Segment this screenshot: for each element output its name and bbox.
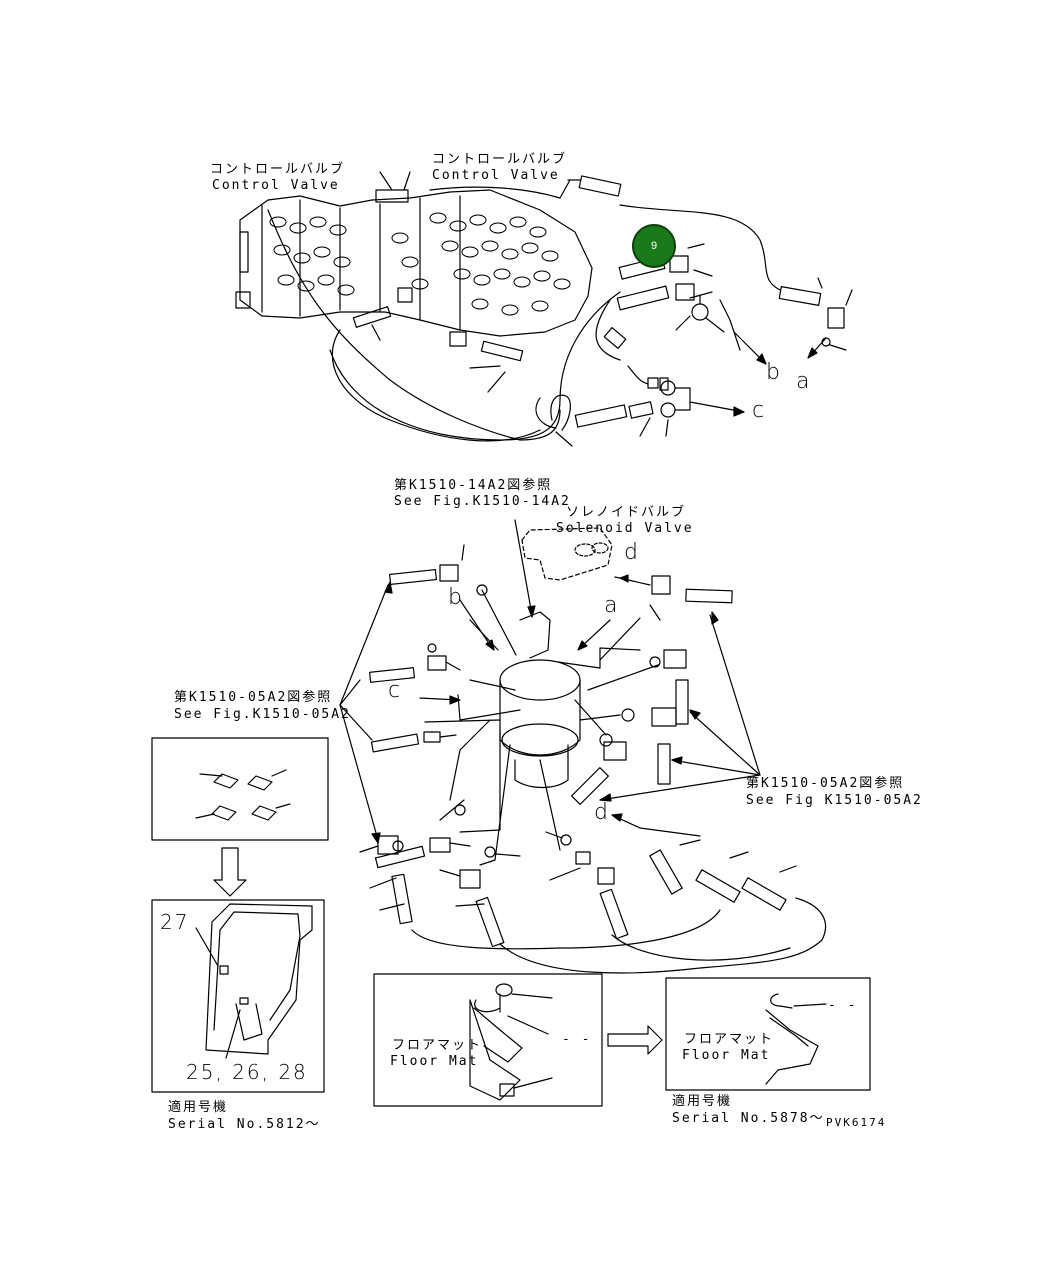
dash-label-1: - -: [562, 1032, 592, 1047]
applicable-label-jp-2: 適用号機: [672, 1094, 733, 1109]
right-arrow: [607, 1025, 663, 1055]
letter-d-low: d: [594, 800, 608, 825]
pilot-piping-assembly: [339, 519, 827, 974]
letter-c-top: c: [752, 398, 765, 423]
ref-05a2-right-en: See Fig K1510-05A2: [746, 793, 923, 808]
floor-mat-label-en-2: Floor Mat: [682, 1048, 771, 1063]
applicable-label-jp-1: 適用号機: [168, 1100, 229, 1115]
ref-05a2-right-jp: 第K1510-05A2図参照: [746, 776, 905, 791]
letter-a-mid: a: [604, 593, 618, 618]
floor-mat-label-jp-1: フロアマット: [392, 1038, 483, 1053]
solenoid-label-jp: ソレノイドバルブ: [566, 505, 687, 520]
top-hose-lines: [267, 175, 853, 447]
ref-14a2-label-en: See Fig.K1510-14A2: [394, 494, 571, 509]
ref-14a2-label-jp: 第K1510-14A2図参照: [394, 478, 553, 493]
letter-b-mid: b: [448, 585, 462, 610]
solenoid-label-en: Solenoid Valve: [556, 521, 694, 536]
floor-mat-box-2: [665, 977, 871, 1091]
part-number-27: 27: [160, 910, 190, 934]
solenoid-valve: [521, 527, 613, 581]
floor-mat-box-1: [373, 973, 603, 1107]
letter-a-top: a: [796, 369, 810, 394]
part-callout-9[interactable]: 9: [632, 224, 676, 268]
floor-mat-label-en-1: Floor Mat: [390, 1054, 479, 1069]
part-number-25-26-28: 25, 26, 28: [186, 1060, 308, 1084]
ref-05a2-left-en: See Fig.K1510-05A2: [174, 707, 351, 722]
ref-05a2-left-jp: 第K1510-05A2図参照: [174, 690, 333, 705]
mat-detail-box: [151, 737, 329, 841]
control-valve-label-jp-right: コントロールバルブ: [432, 152, 568, 167]
control-valve-label-jp-left: コントロールバルブ: [210, 162, 346, 177]
control-valve-label-en-right: Control Valve: [432, 168, 560, 183]
control-valve-assembly: [235, 171, 593, 393]
dash-label-2: - -: [828, 998, 858, 1013]
letter-c-mid: c: [388, 678, 401, 703]
serial-label-1: Serial No.5812～: [168, 1117, 321, 1132]
floor-mat-label-jp-2: フロアマット: [684, 1032, 775, 1047]
cab-detail-box: [151, 899, 325, 1093]
control-valve-label-en-left: Control Valve: [212, 178, 340, 193]
letter-d-mid: d: [624, 540, 638, 565]
letter-b-top: b: [766, 360, 780, 385]
down-arrow: [213, 847, 247, 897]
drawing-code: PVK6174: [826, 1116, 887, 1129]
serial-label-2: Serial No.5878～: [672, 1111, 825, 1126]
part-callout-number: 9: [650, 240, 658, 252]
